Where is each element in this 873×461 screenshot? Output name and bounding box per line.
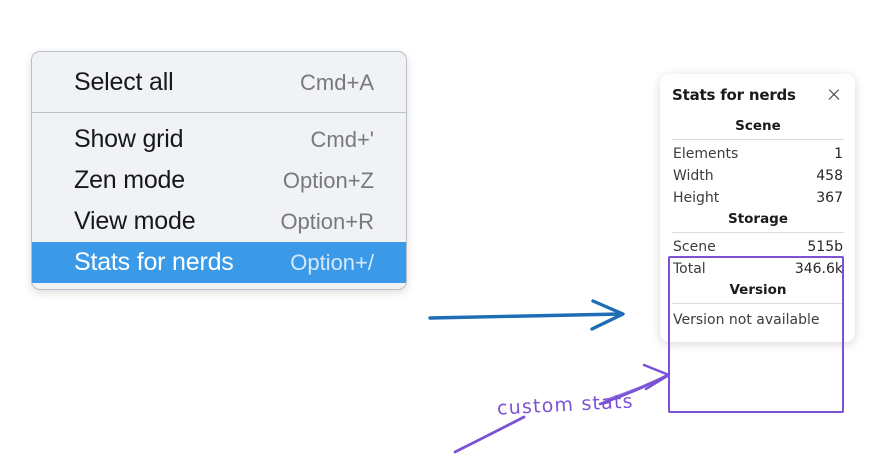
stat-label: Elements <box>673 146 739 162</box>
canvas-context-menu[interactable]: Select all Cmd+A Show grid Cmd+' Zen mod… <box>31 51 407 290</box>
version-note: Version not available <box>673 312 820 328</box>
stat-value: 1 <box>834 146 843 162</box>
menu-item-label: Zen mode <box>74 166 185 194</box>
stat-value: 458 <box>816 168 843 184</box>
stat-label: Total <box>673 261 706 277</box>
stat-row: Width 458 <box>672 165 844 187</box>
stats-section-scene: Scene Elements 1 Width 458 Height 367 <box>672 116 844 209</box>
close-icon[interactable] <box>826 87 842 103</box>
menu-group-2: Show grid Cmd+' Zen mode Option+Z View m… <box>32 113 406 289</box>
menu-group-1: Select all Cmd+A <box>32 52 406 112</box>
menu-item-shortcut: Cmd+A <box>300 69 374 95</box>
stat-row: Scene 515b <box>672 236 844 258</box>
section-divider <box>672 139 844 140</box>
section-divider <box>672 232 844 233</box>
menu-item-label: Stats for nerds <box>74 248 234 276</box>
stat-row: Total 346.6k <box>672 258 844 280</box>
stats-for-nerds-panel: Stats for nerds Scene Elements 1 Width 4… <box>660 74 855 342</box>
menu-item-stats-for-nerds[interactable]: Stats for nerds Option+/ <box>32 242 406 283</box>
stats-panel-title: Stats for nerds <box>672 86 796 104</box>
annotation-caption: custom stats <box>496 390 635 420</box>
stat-row: Elements 1 <box>672 143 844 165</box>
menu-item-label: Select all <box>74 68 174 96</box>
menu-item-label: View mode <box>74 207 196 235</box>
menu-item-show-grid[interactable]: Show grid Cmd+' <box>32 119 406 160</box>
menu-item-shortcut: Option+Z <box>282 167 374 193</box>
stat-value: 367 <box>816 190 843 206</box>
stats-section-storage: Storage Scene 515b Total 346.6k <box>672 209 844 280</box>
stat-label: Width <box>673 168 714 184</box>
stats-panel-header: Stats for nerds <box>672 86 844 104</box>
purple-underline-annotation <box>453 415 526 454</box>
stat-value: 346.6k <box>794 261 843 277</box>
menu-item-label: Show grid <box>74 125 184 153</box>
stat-label: Scene <box>673 239 716 255</box>
stat-row: Height 367 <box>672 187 844 209</box>
section-heading: Version <box>729 282 787 298</box>
stat-value: 515b <box>807 239 843 255</box>
menu-item-shortcut: Cmd+' <box>310 126 375 152</box>
stats-section-version: Version Version not available <box>672 280 844 330</box>
blue-arrow-annotation <box>428 299 625 331</box>
menu-separator <box>32 112 406 113</box>
section-divider <box>672 303 844 304</box>
menu-item-select-all[interactable]: Select all Cmd+A <box>32 62 406 103</box>
section-heading: Scene <box>735 118 781 134</box>
menu-item-shortcut: Option+R <box>280 208 374 234</box>
section-heading: Storage <box>727 211 789 227</box>
stat-label: Height <box>673 190 720 206</box>
menu-item-view-mode[interactable]: View mode Option+R <box>32 201 406 242</box>
menu-item-zen-mode[interactable]: Zen mode Option+Z <box>32 160 406 201</box>
menu-item-shortcut: Option+/ <box>290 249 374 275</box>
